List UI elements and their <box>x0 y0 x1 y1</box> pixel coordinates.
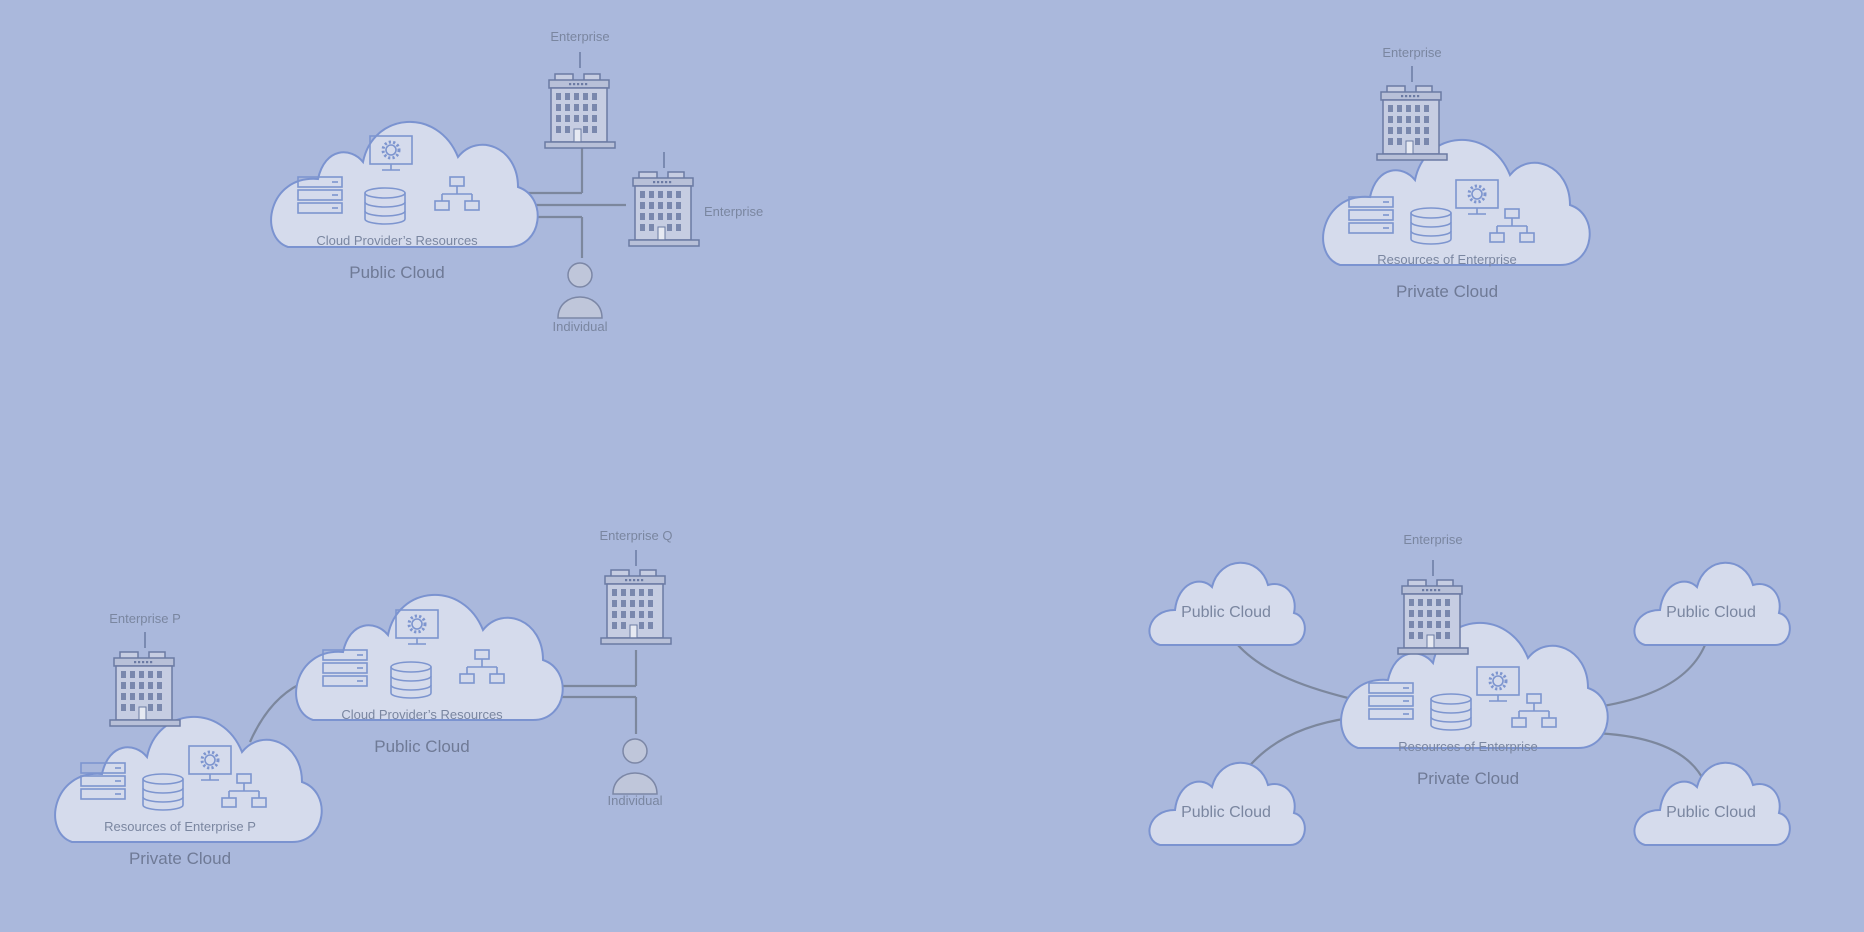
person-icon <box>557 262 603 319</box>
hybrid-cloud-panel: Resources of Enterprise P Private Cloud … <box>54 528 673 868</box>
building-icon <box>544 73 616 149</box>
connector-private-public <box>248 683 301 743</box>
resources-label: Resources of Enterprise <box>1398 739 1537 754</box>
connector-public-bottom-right <box>1591 731 1707 784</box>
public-resources-label: Cloud Provider’s Resources <box>341 707 503 722</box>
enterprise-right-label: Enterprise <box>704 204 763 219</box>
enterprise-label: Enterprise <box>1382 45 1441 60</box>
enterprise-q-label: Enterprise Q <box>600 528 673 543</box>
private-cloud-panel: Resources of Enterprise Private Cloud En… <box>1322 45 1591 301</box>
individual-label: Individual <box>553 319 608 334</box>
individual-label: Individual <box>608 793 663 808</box>
cloud-label: Private Cloud <box>1396 282 1498 301</box>
public-cloud-label: Public Cloud <box>1181 604 1271 621</box>
enterprise-p-label: Enterprise P <box>109 611 181 626</box>
public-cloud-shape <box>295 593 564 721</box>
cloud-label: Public Cloud <box>349 263 444 282</box>
private-resources-label: Resources of Enterprise P <box>104 819 256 834</box>
person-icon <box>612 738 658 795</box>
private-cloud-shape <box>1340 621 1609 749</box>
public-cloud-label: Public Cloud <box>1666 804 1756 821</box>
resources-label: Resources of Enterprise <box>1377 252 1516 267</box>
resources-label: Cloud Provider’s Resources <box>316 233 478 248</box>
public-cloud-label: Public Cloud <box>374 737 469 756</box>
public-cloud-label: Public Cloud <box>1181 804 1271 821</box>
public-cloud-panel: Cloud Provider’s Resources Public Cloud … <box>270 29 763 334</box>
enterprise-top-label: Enterprise <box>550 29 609 44</box>
building-icon <box>1397 579 1469 655</box>
enterprise-label: Enterprise <box>1403 532 1462 547</box>
connector-public-top-left <box>1236 643 1349 700</box>
building-icon <box>109 651 181 727</box>
building-icon <box>600 569 672 645</box>
public-cloud-shape <box>270 120 539 248</box>
building-icon <box>628 171 700 247</box>
building-icon <box>1376 85 1448 161</box>
public-cloud-label: Public Cloud <box>1666 604 1756 621</box>
multi-cloud-panel: Resources of Enterprise Private Cloud En… <box>1148 532 1791 846</box>
private-cloud-label: Private Cloud <box>129 849 231 868</box>
private-cloud-label: Private Cloud <box>1417 769 1519 788</box>
connector-public-top-right <box>1589 644 1707 710</box>
